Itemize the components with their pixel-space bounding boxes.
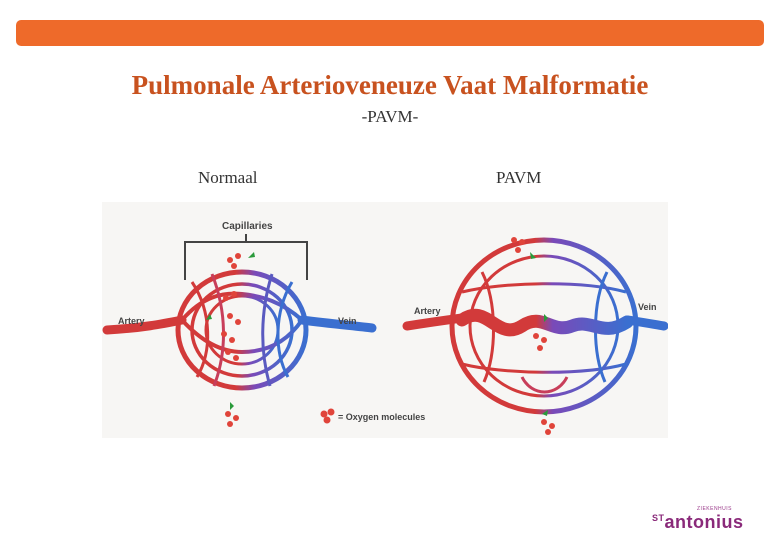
page-subtitle: -PAVM- [361,107,419,126]
label-normal: Normaal [198,168,258,187]
left-vein-label: Vein [338,316,357,326]
vessel-diagram: Capillaries [102,202,669,438]
right-artery-label: Artery [414,306,441,316]
oxygen-dots-left [221,253,241,427]
capillaries-label: Capillaries [222,221,273,232]
left-artery-label: Artery [118,316,145,326]
normal-network: Capillaries [102,221,425,427]
logo-prefix: ST [652,513,665,523]
logo-subtext: ZIEKENHUIS [697,506,733,512]
arrows-left [206,252,255,410]
legend: = Oxygen molecules [320,408,425,424]
legend-label: = Oxygen molecules [338,412,425,422]
right-vein-label: Vein [638,302,657,312]
label-pavm: PAVM [496,168,542,187]
arrows-right [530,252,548,416]
oxygen-dots-right [511,237,555,435]
vessel-diagram-svg: Capillaries [102,221,669,435]
logo-name: antonius [664,512,744,532]
st-antonius-logo: STantonius [652,512,744,533]
pavm-network: Artery Vein [402,237,669,435]
page-title: Pulmonale Arterioveneuze Vaat Malformati… [131,70,649,100]
header-bar [16,20,764,46]
